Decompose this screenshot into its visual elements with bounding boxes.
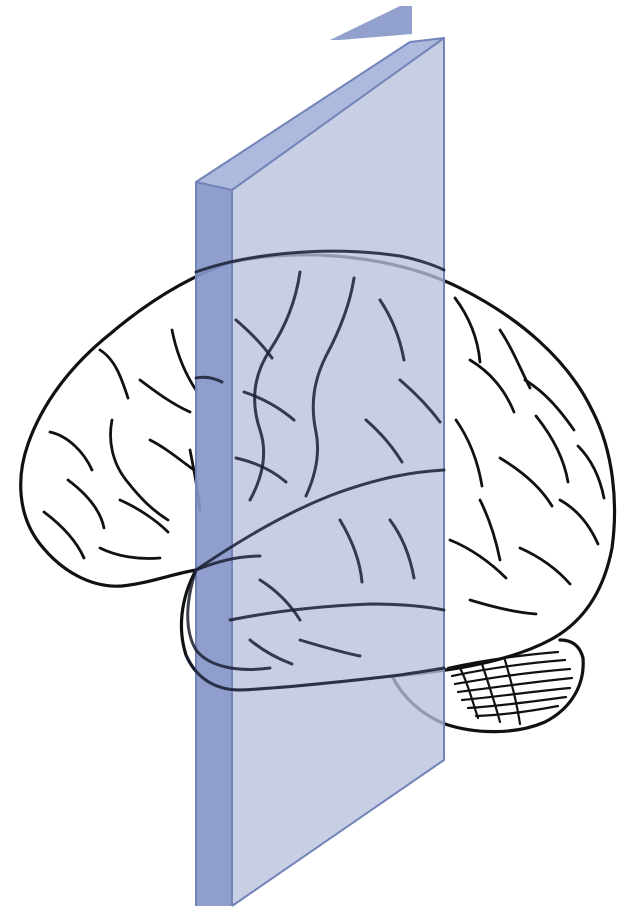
plane-side-face	[196, 182, 232, 906]
plane-back-sheet	[330, 6, 412, 40]
sulci-frontal	[44, 330, 200, 559]
sulci-parietal-occipital	[450, 298, 604, 614]
coronal-plane	[196, 6, 444, 906]
cerebellum-folia	[448, 652, 572, 724]
